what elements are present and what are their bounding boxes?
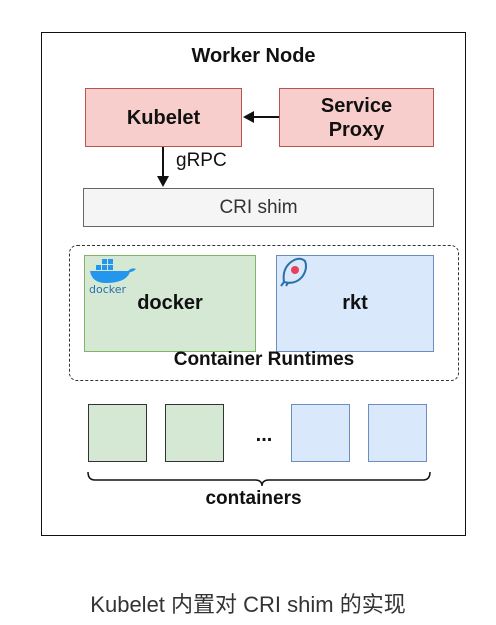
more-containers-ellipsis: ... [255, 424, 273, 446]
kubelet-label: Kubelet [126, 106, 201, 129]
rkt-runtime-box: rkt [276, 255, 434, 352]
docker-whale-icon [90, 259, 136, 283]
rkt-rocket-icon [280, 257, 307, 287]
kubelet-to-shim-arrowhead [157, 176, 169, 187]
worker-node-frame [41, 32, 466, 536]
containers-brace [87, 471, 431, 487]
proxy-to-kubelet-arrowhead [243, 111, 254, 123]
containers-label: containers [205, 488, 302, 509]
worker-node-title: Worker Node [191, 45, 316, 67]
service-proxy-box: Service Proxy [279, 88, 434, 147]
container-runtimes-label: Container Runtimes [173, 349, 355, 370]
service-proxy-label-line1: Service [320, 94, 393, 117]
container-runtimes-group [69, 245, 459, 381]
rkt-container-1 [291, 404, 350, 462]
grpc-edge-label: gRPC [176, 150, 227, 171]
docker-logo-text: docker [89, 283, 127, 296]
kubelet-box: Kubelet [85, 88, 242, 147]
docker-label: docker [137, 292, 203, 314]
figure-caption: Kubelet 内置对 CRI shim 的实现 [90, 592, 406, 617]
docker-container-2 [165, 404, 224, 462]
rkt-container-2 [368, 404, 427, 462]
service-proxy-label: Service Proxy [321, 94, 392, 142]
cri-shim-box: CRI shim [83, 188, 434, 227]
docker-container-1 [88, 404, 147, 462]
service-proxy-label-line2: Proxy [328, 118, 385, 141]
rkt-label: rkt [342, 292, 368, 314]
cri-shim-label: CRI shim [219, 196, 298, 218]
